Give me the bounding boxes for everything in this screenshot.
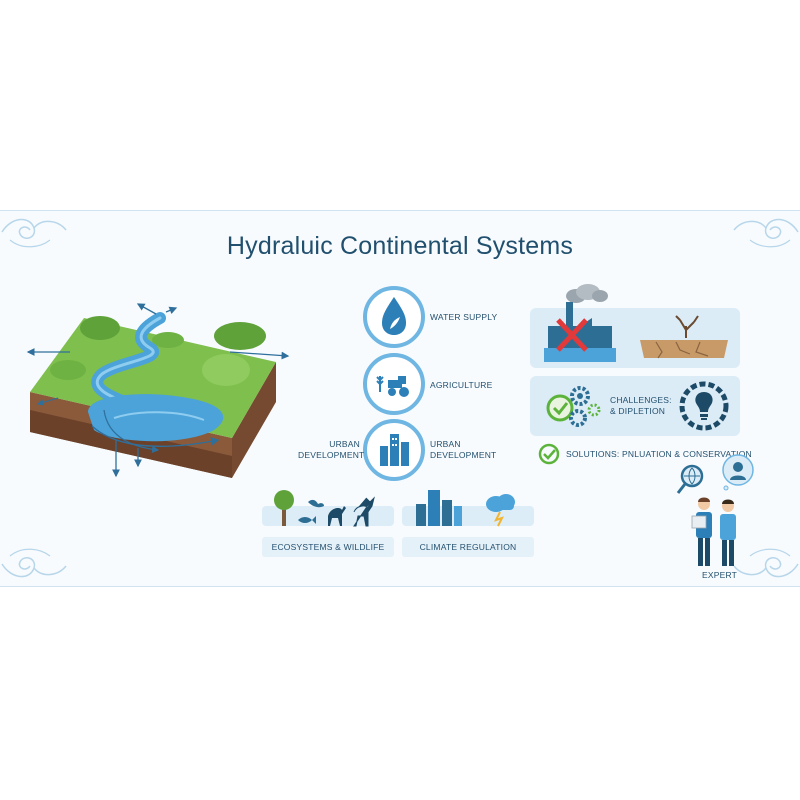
magnifier-globe-icon <box>676 464 704 494</box>
flourish-bottom-left-icon <box>1 548 67 578</box>
solutions-label: SOLUTIONS: PNLUATION & CONSERVATION <box>566 449 752 459</box>
expert-people-icon <box>691 497 736 566</box>
gears-check-icon <box>546 386 601 427</box>
hill-shape <box>50 360 86 380</box>
agriculture-item <box>362 352 426 416</box>
water-supply-item <box>362 285 426 349</box>
climate-regulation-label: CLIMATE REGULATION <box>402 537 534 557</box>
flourish-top-left-icon <box>1 218 67 248</box>
check-circle-icon <box>538 443 560 465</box>
thought-bubble-person-icon <box>722 454 754 491</box>
flourish-top-right-icon <box>733 218 799 248</box>
dry-cracked-soil-icon <box>640 315 728 359</box>
challenges-label: CHALLENGES: & DIPLETION <box>610 395 672 416</box>
water-drop-leaf-icon <box>363 286 425 348</box>
ecosystems-wildlife-label: ECOSYSTEMS & WILDLIFE <box>262 537 394 557</box>
landscape-block-diagram <box>26 303 290 478</box>
urban-development-left-label: URBAN DEVELOPMENT <box>298 439 365 460</box>
page-title: Hydraluic Continental Systems <box>226 232 574 260</box>
expert-label: EXPERT <box>702 570 738 580</box>
hill-shape <box>202 354 250 386</box>
urban-development-right-label: URBAN DEVELOPMENT <box>430 439 497 460</box>
city-cloud-icon <box>416 490 515 527</box>
city-buildings-icon <box>363 419 425 481</box>
lightbulb-gear-icon <box>679 381 729 431</box>
urban-development-item <box>362 418 426 482</box>
water-supply-label: WATER SUPPLY <box>430 312 498 322</box>
tractor-wheat-icon <box>363 353 425 415</box>
hill-shape <box>80 316 120 340</box>
tree-wildlife-icon <box>274 490 375 527</box>
polluting-factory-icon <box>544 284 616 362</box>
agriculture-label: AGRICULTURE <box>430 380 493 390</box>
flourish-bottom-right-icon <box>733 548 799 578</box>
hill-shape <box>152 332 184 348</box>
hill-shape <box>214 322 266 350</box>
